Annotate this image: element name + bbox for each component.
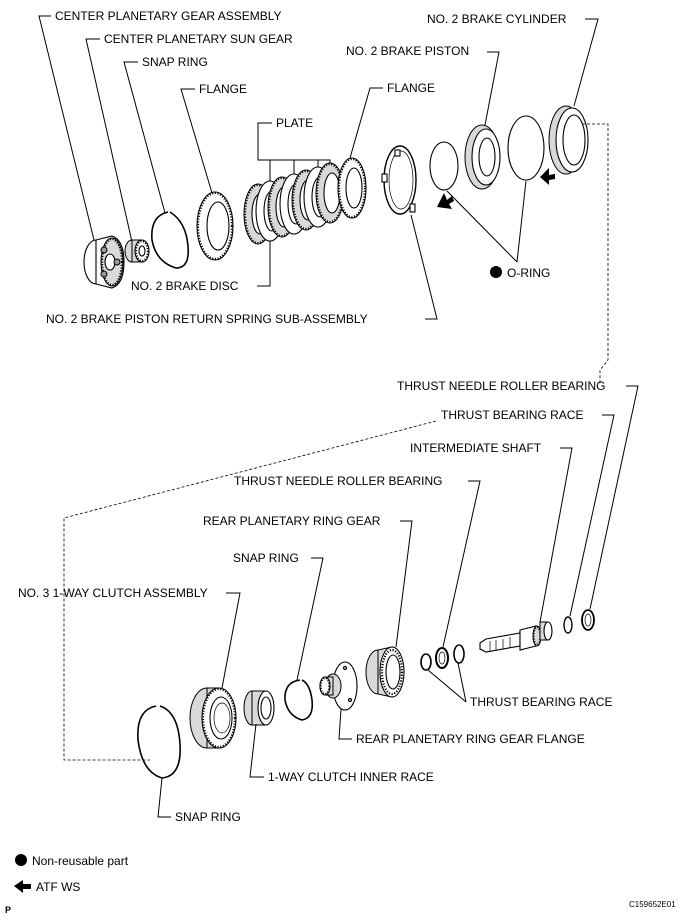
thrust-bearing-race-part [420, 653, 432, 671]
atf-arrow-icon [540, 168, 555, 185]
label-thrust-needle-roller-bearing-2: THRUST NEEDLE ROLLER BEARING [234, 474, 443, 488]
snap-ring-bottom-part [137, 705, 181, 779]
thrust-needle-roller-bearing-part [581, 609, 595, 631]
label-thrust-bearing-race-1: THRUST BEARING RACE [441, 408, 583, 422]
label-rear-planetary-ring-gear-flange: REAR PLANETARY RING GEAR FLANGE [356, 732, 585, 746]
snap-ring-mid-part [284, 679, 314, 721]
rear-planetary-ring-gear-part [365, 646, 405, 698]
intermediate-shaft-part [479, 621, 553, 653]
label-snap-ring-mid: SNAP RING [233, 551, 299, 565]
legend: Non-reusable part ATF WS [14, 854, 129, 894]
flange-left-part [196, 191, 234, 261]
label-thrust-bearing-race-2: THRUST BEARING RACE [470, 695, 612, 709]
label-snap-ring-bottom: SNAP RING [175, 810, 241, 824]
label-no3-one-way-clutch-assembly: NO. 3 1-WAY CLUTCH ASSEMBLY [18, 586, 208, 600]
thrust-needle-roller-bearing-part [435, 647, 449, 669]
return-spring-sub-assembly-part [381, 145, 417, 215]
assembly-connector-line [582, 123, 609, 384]
thrust-bearing-race-part [563, 616, 573, 634]
label-no2-brake-piston: NO. 2 BRAKE PISTON [346, 44, 469, 58]
atf-arrow-icon [14, 880, 31, 893]
one-way-clutch-inner-race-part [243, 690, 275, 726]
o-ring-large-part [507, 115, 545, 181]
center-planetary-sun-gear-part [124, 239, 150, 263]
label-o-ring: O-RING [507, 266, 550, 280]
o-ring-small-part [429, 141, 459, 191]
label-no2-brake-cylinder: NO. 2 BRAKE CYLINDER [427, 12, 567, 26]
legend-atf-text: ATF WS [36, 880, 80, 894]
label-no2-brake-disc: NO. 2 BRAKE DISC [131, 279, 239, 293]
label-center-planetary-sun-gear: CENTER PLANETARY SUN GEAR [104, 32, 293, 46]
footer-letter: P [5, 905, 11, 915]
atf-arrow-icon [437, 193, 454, 209]
rear-planetary-ring-gear-flange-part [319, 661, 358, 711]
non-reusable-icon [490, 266, 502, 278]
assembly-connector-line [63, 420, 437, 761]
label-thrust-needle-roller-bearing-1: THRUST NEEDLE ROLLER BEARING [397, 379, 606, 393]
label-flange-left: FLANGE [199, 82, 247, 96]
no2-brake-piston-part [464, 124, 501, 190]
plate-disc-stack-part [243, 162, 345, 245]
snap-ring-top-part [151, 211, 190, 269]
label-intermediate-shaft: INTERMEDIATE SHAFT [410, 441, 542, 455]
label-one-way-clutch-inner-race: 1-WAY CLUTCH INNER RACE [268, 770, 434, 784]
non-reusable-icon [15, 854, 27, 866]
label-flange-right: FLANGE [387, 81, 435, 95]
thrust-bearing-race-part [453, 644, 465, 664]
no3-one-way-clutch-assembly-part [189, 687, 237, 749]
center-planetary-gear-assembly-part [83, 235, 125, 289]
label-rear-planetary-ring-gear: REAR PLANETARY RING GEAR [203, 514, 381, 528]
legend-non-reusable-text: Non-reusable part [32, 854, 129, 868]
no2-brake-cylinder-part [548, 105, 589, 175]
label-snap-ring-top: SNAP RING [142, 55, 208, 69]
footer-code: C159652E01 [629, 900, 676, 909]
label-plate: PLATE [276, 116, 313, 130]
flange-right-part [337, 157, 367, 219]
label-center-planetary-gear-assembly: CENTER PLANETARY GEAR ASSEMBLY [55, 9, 282, 23]
label-return-spring: NO. 2 BRAKE PISTON RETURN SPRING SUB-ASS… [46, 312, 368, 326]
